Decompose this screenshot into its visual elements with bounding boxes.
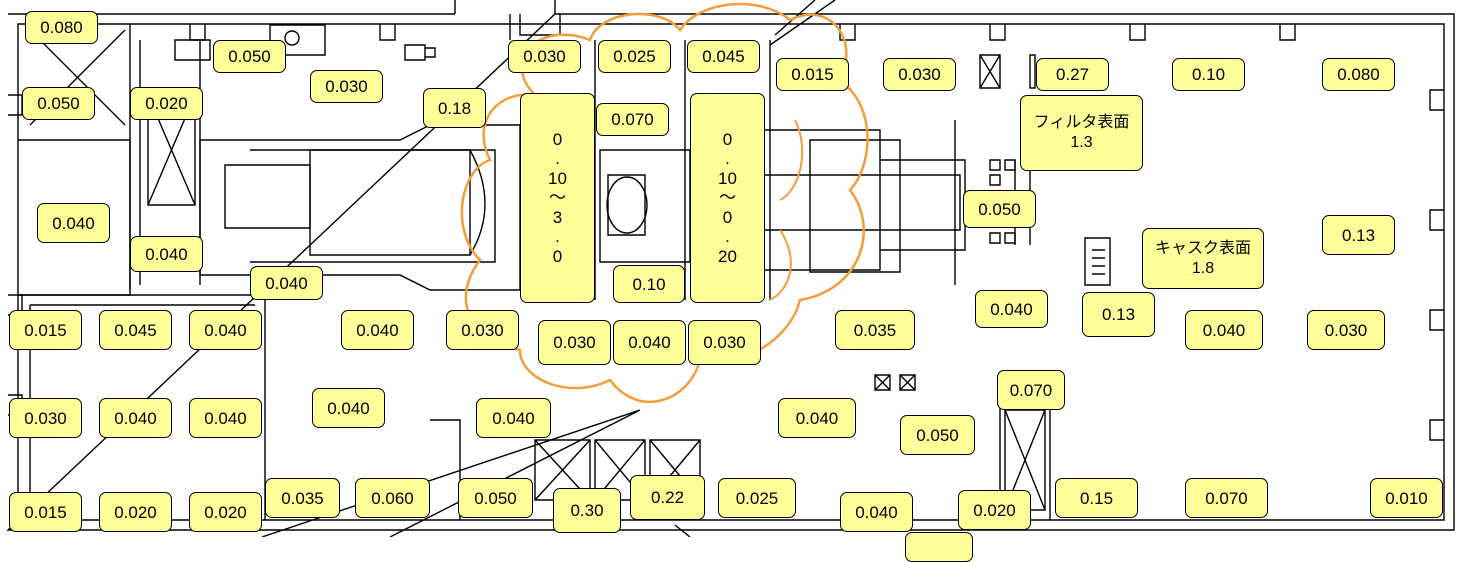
dose-label: 0.015 [9,310,82,350]
range-char: 3 [552,207,563,227]
cask-surface-label: キャスク表面 1.8 [1142,228,1264,289]
dose-label: 0.040 [250,266,323,300]
dose-label: 0.040 [312,388,385,428]
dose-label: 0.080 [1322,58,1395,91]
dose-label: 0.040 [37,203,110,243]
dose-label: 0.030 [688,320,761,365]
dose-label: 0.045 [99,310,172,350]
range-char: 10 [718,168,737,188]
range-char: 20 [718,246,737,266]
dose-label: 0.030 [1307,310,1385,350]
dose-label: 0.010 [1370,478,1443,518]
dose-label: 0.050 [900,415,975,455]
dose-label: 0.27 [1036,58,1109,91]
turbine-range-label-left: 0 . 10 〜 3 . 0 [520,93,595,303]
range-char: . [725,227,730,247]
range-char: . [555,149,560,169]
dose-label: 0.050 [458,478,533,518]
range-char: 0 [552,129,563,149]
dose-label: 0.040 [189,310,262,350]
dose-label: 0.035 [835,310,915,350]
dose-label: 0.040 [476,398,551,438]
range-char: 〜 [719,188,736,208]
inner-wall [17,23,1445,521]
contamination-cloud [460,2,869,404]
dose-label: 0.040 [840,492,913,532]
dose-label: 0.020 [130,87,203,120]
dose-label: 0.030 [508,40,581,73]
dose-label: 0.040 [189,398,262,438]
filter-surface-value: 1.3 [1070,134,1093,151]
dose-label: 0.030 [538,320,611,365]
range-char: . [555,227,560,247]
range-char: 0 [722,207,733,227]
dose-label: 0.040 [130,236,203,272]
dose-label: 0.22 [630,475,705,520]
dose-label: 0.045 [687,40,760,73]
dose-label: 0.18 [423,88,486,128]
dose-label: 0.10 [1172,58,1245,91]
dose-label: 0.025 [718,478,796,518]
dose-label: 0.030 [310,70,383,103]
dose-label: 0.040 [341,310,414,350]
dose-label: 0.015 [776,58,849,91]
filter-surface-title: フィルタ表面 [1033,114,1130,131]
dose-label: 0.050 [213,40,286,73]
range-char: 0 [552,246,563,266]
dose-label: 0.030 [9,398,82,438]
dose-label: 0.15 [1055,478,1138,518]
dose-label: 0.050 [22,87,95,120]
dose-label: 0.040 [975,290,1048,328]
dose-label: 0.070 [596,103,669,136]
dose-label: 0.040 [99,398,172,438]
dose-label: 0.040 [778,398,856,438]
cask-surface-title: キャスク表面 [1154,239,1251,257]
dose-label: 0.025 [598,40,671,73]
dose-label: 0.13 [1082,292,1155,337]
dose-label: 0.060 [355,478,430,518]
dose-label: 0.050 [963,190,1036,228]
dose-label: 0.30 [553,488,621,533]
filter-surface-label: フィルタ表面 1.3 [1020,95,1143,171]
range-char: . [725,149,730,169]
dose-label: 0.020 [99,492,172,532]
dose-label: 0.070 [997,370,1065,410]
dose-label: 0.015 [9,492,82,532]
dose-label: 0.030 [883,58,956,91]
range-char: 10 [548,168,567,188]
dose-label: 0.040 [1185,310,1263,350]
turbine-range-label-right: 0 . 10 〜 0 . 20 [690,93,765,303]
dose-label: 0.040 [613,320,686,365]
cask-surface-value: 1.8 [1191,259,1215,277]
range-char: 〜 [549,188,566,208]
dose-label: 0.080 [25,11,98,44]
dose-label: 0.020 [189,492,262,532]
dose-label: 0.030 [446,310,519,350]
dose-label: 0.070 [1185,478,1268,518]
dose-label: 0.035 [265,478,340,518]
dose-label: 0.13 [1322,215,1395,255]
dose-label: 0.10 [613,265,685,303]
dose-label: 0.020 [958,490,1031,530]
range-char: 0 [722,129,733,149]
